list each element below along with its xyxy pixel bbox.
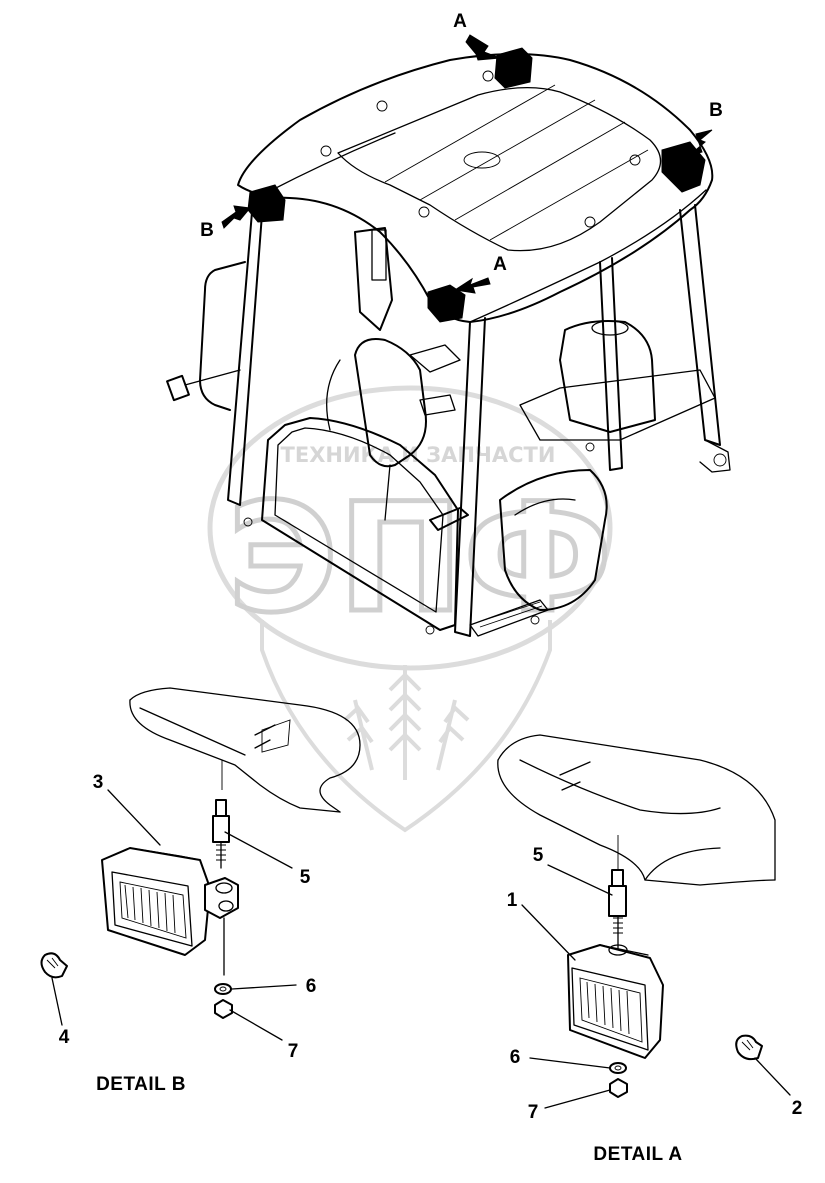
detail-b-assembly — [40, 687, 361, 1041]
detail-b-lamp — [101, 847, 239, 976]
callout-3: 3 — [93, 772, 104, 793]
detail-b-washer — [214, 983, 232, 995]
detail-a-bulb-icon — [735, 1034, 763, 1061]
arrow-a-top — [465, 34, 501, 61]
detail-b-bolt — [212, 799, 230, 869]
callout-1: 1 — [507, 890, 518, 911]
cab-fender — [499, 469, 608, 611]
watermark-big-text: ЭПФ — [228, 472, 612, 646]
lamp-block-a-top — [494, 47, 533, 89]
forklift-cab — [166, 34, 731, 637]
arrow-a-front — [453, 277, 491, 294]
detail-a-assembly — [497, 734, 791, 1109]
detail-a-body-outline — [497, 734, 776, 881]
marker-b-left: B — [200, 220, 214, 241]
labels: A B B A 3 5 6 7 4 5 1 6 7 2 DETAIL B DET… — [59, 11, 803, 1165]
callout-5-detail-a: 5 — [533, 845, 544, 866]
watermark-wheat-icon — [343, 665, 470, 780]
callout-4: 4 — [59, 1027, 70, 1048]
lamp-block-a-front — [427, 284, 466, 323]
cab-step — [469, 599, 549, 637]
cab-rear-console — [559, 320, 656, 433]
marker-a-front: A — [493, 254, 507, 275]
detail-b-title: DETAIL B — [96, 1074, 186, 1095]
detail-b-nut — [214, 999, 233, 1019]
callout-7-detail-a: 7 — [528, 1102, 539, 1123]
arrow-b-left — [221, 205, 251, 229]
callout-6-detail-b: 6 — [306, 976, 317, 997]
callout-7-detail-b: 7 — [288, 1041, 299, 1062]
arrow-b-right — [689, 129, 713, 156]
detail-b-body-outline — [129, 687, 361, 813]
callout-6-detail-a: 6 — [510, 1047, 521, 1068]
cab-post-front — [454, 317, 486, 637]
detail-a-lamp — [567, 944, 664, 1059]
cab-post-right-rear — [679, 204, 721, 446]
watermark: ТЕХНИКА И ЗАПЧАСТИ ЭПФ — [207, 385, 615, 833]
cab-door-frame — [261, 417, 459, 631]
cab-roof-panel — [337, 87, 662, 252]
watermark-shield-outline — [260, 620, 552, 833]
cab-grab-handle — [199, 261, 246, 411]
cab-steering-column — [354, 227, 393, 331]
detail-a-bolt — [608, 869, 627, 951]
marker-a-top: A — [453, 11, 467, 32]
callout-5-detail-b: 5 — [300, 867, 311, 888]
detail-a-washer — [609, 1062, 627, 1074]
detail-b-bulb-icon — [40, 952, 68, 979]
cab-roof — [237, 53, 714, 323]
lamp-block-b-right — [661, 141, 706, 193]
detail-a-title: DETAIL A — [593, 1144, 682, 1165]
callout-2: 2 — [792, 1098, 803, 1119]
marker-b-right: B — [709, 100, 723, 121]
cab-seat — [354, 338, 427, 468]
cab-post-left-rear — [227, 211, 263, 506]
watermark-ellipse — [207, 385, 613, 671]
detail-a-nut — [609, 1078, 628, 1098]
